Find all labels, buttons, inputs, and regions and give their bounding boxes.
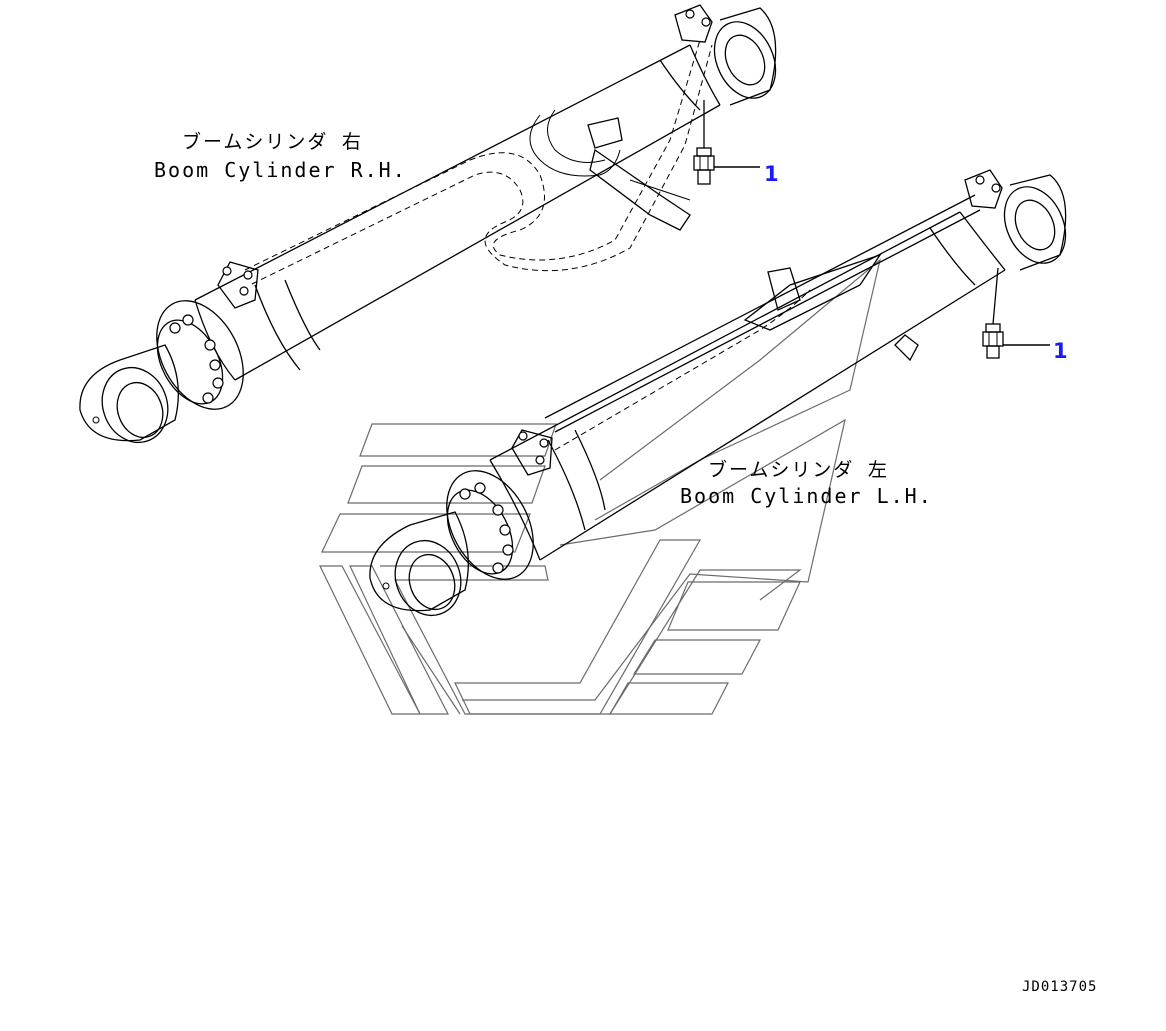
- callout-number-rh[interactable]: 1: [764, 162, 779, 186]
- watermark-logo: [319, 258, 881, 715]
- callout-number-lh[interactable]: 1: [1053, 339, 1068, 363]
- pressure-sensor-lh: [982, 323, 1004, 359]
- boom-cylinder-lh: 1: [369, 169, 1068, 616]
- label-lh-japanese: ブームシリンダ 左: [708, 458, 889, 481]
- pressure-sensor-rh: [693, 147, 715, 185]
- label-rh-english: Boom Cylinder R.H.: [154, 158, 407, 182]
- boom-cylinder-rh: 1: [79, 4, 779, 443]
- drawing-code: JD013705: [1022, 979, 1097, 995]
- label-rh-japanese: ブームシリンダ 右: [182, 130, 363, 153]
- label-lh-english: Boom Cylinder L.H.: [680, 484, 933, 508]
